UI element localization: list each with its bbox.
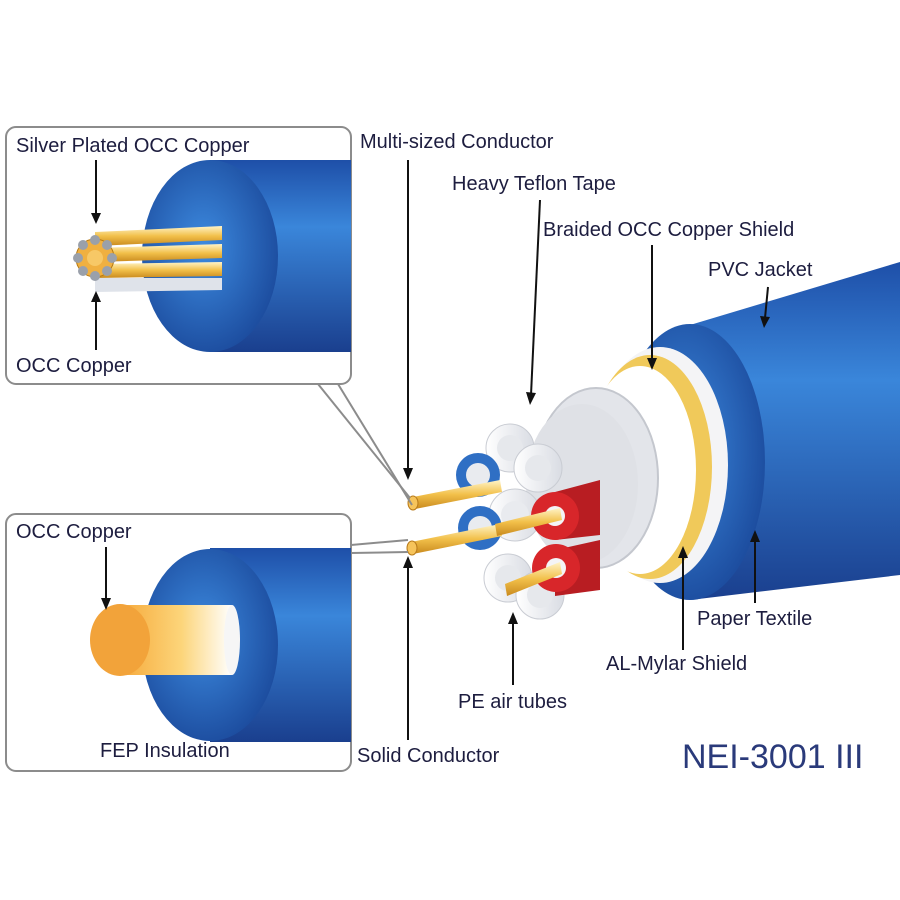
label-silver-plated-occ-copper: Silver Plated OCC Copper xyxy=(16,135,250,157)
inset-panel-stranded xyxy=(5,126,352,385)
main-cable xyxy=(406,262,900,620)
label-solid-conductor: Solid Conductor xyxy=(357,745,500,767)
product-title: NEI-3001 III xyxy=(682,738,863,776)
solid-core-end xyxy=(90,604,150,676)
solid-core-body xyxy=(120,605,232,675)
label-occ-copper-top: OCC Copper xyxy=(16,355,132,377)
label-multi-sized-conductor: Multi-sized Conductor xyxy=(360,131,554,153)
exposed-copper-wires xyxy=(406,480,562,596)
label-braided-occ-copper-shield: Braided OCC Copper Shield xyxy=(543,219,794,241)
label-al-mylar-shield: AL-Mylar Shield xyxy=(606,653,747,675)
inset-panel-solid xyxy=(5,513,352,772)
arrows xyxy=(91,160,770,740)
label-fep-insulation: FEP Insulation xyxy=(100,740,230,762)
label-paper-textile: Paper Textile xyxy=(697,608,812,630)
label-pvc-jacket: PVC Jacket xyxy=(708,259,813,281)
stranded-wires xyxy=(73,226,222,292)
label-pe-air-tubes: PE air tubes xyxy=(458,691,567,713)
label-occ-copper-bottom: OCC Copper xyxy=(16,521,132,543)
label-heavy-teflon-tape: Heavy Teflon Tape xyxy=(452,173,616,195)
pe-air-tubes xyxy=(483,423,565,620)
callout-lines xyxy=(317,383,413,554)
